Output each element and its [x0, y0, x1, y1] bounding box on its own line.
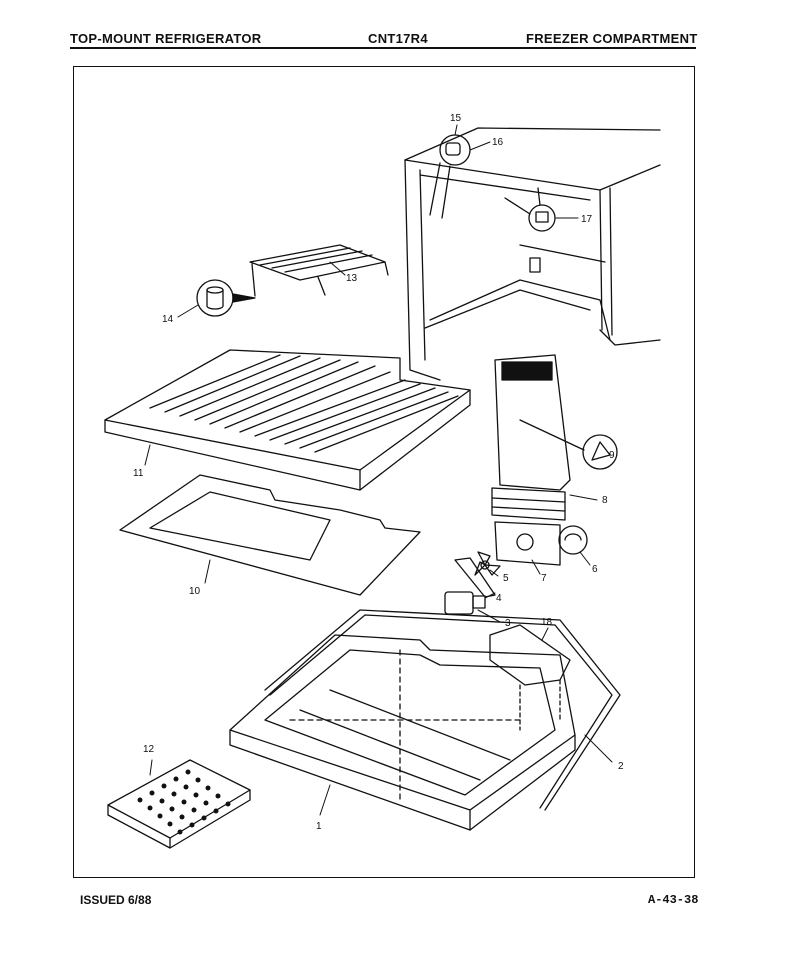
header-model-number: CNT17R4	[368, 31, 428, 46]
part-label-11: 11	[133, 468, 144, 479]
damper-control-callout	[504, 187, 556, 232]
cover-panel	[489, 624, 571, 731]
clip-callout	[519, 419, 618, 470]
part-label-1: 1	[316, 821, 322, 832]
header-left-title: TOP-MOUNT REFRIGERATOR	[70, 31, 262, 46]
header-rule	[70, 47, 696, 49]
part-label-12: 12	[143, 744, 155, 755]
bushing-callout	[196, 279, 256, 317]
light-socket-callout	[429, 134, 471, 219]
part-label-6: 6	[592, 564, 598, 575]
part-label-14: 14	[162, 314, 174, 325]
footer-issued-date: ISSUED 6/88	[80, 893, 152, 907]
diagram-frame	[73, 66, 695, 878]
part-label-3: 3	[505, 618, 511, 629]
shelf-wire	[249, 244, 389, 297]
part-label-8: 8	[602, 495, 608, 506]
header-right-title: FREEZER COMPARTMENT	[526, 31, 698, 46]
air-duct	[491, 354, 571, 521]
part-label-17: 17	[581, 214, 593, 225]
part-label-10: 10	[189, 586, 201, 597]
trim-gasket	[264, 609, 621, 811]
grommet-callout	[558, 525, 588, 555]
part-label-13: 13	[346, 273, 358, 284]
part-label-9: 9	[609, 450, 615, 461]
ice-tray	[107, 759, 251, 849]
part-labels: 1 2 3 4 5 6 7 8 9 10 11 12 13 14 15 16 1…	[133, 113, 624, 832]
fan-shroud	[494, 521, 561, 566]
motor-bracket	[454, 557, 496, 598]
freezer-shelf	[104, 349, 471, 491]
part-label-5: 5	[503, 573, 509, 584]
freezer-cabinet	[404, 127, 661, 381]
part-label-7: 7	[541, 573, 547, 584]
insulation-panel	[119, 474, 421, 596]
fan-motor	[444, 591, 486, 615]
part-label-2: 2	[618, 761, 624, 772]
footer-page-code: A-43-38	[648, 893, 699, 907]
freezer-floor-liner	[229, 634, 576, 831]
part-label-4: 4	[496, 593, 502, 604]
leader-lines	[144, 124, 613, 816]
part-label-15: 15	[450, 113, 462, 124]
part-label-18: 18	[541, 617, 553, 628]
part-label-16: 16	[492, 137, 504, 148]
